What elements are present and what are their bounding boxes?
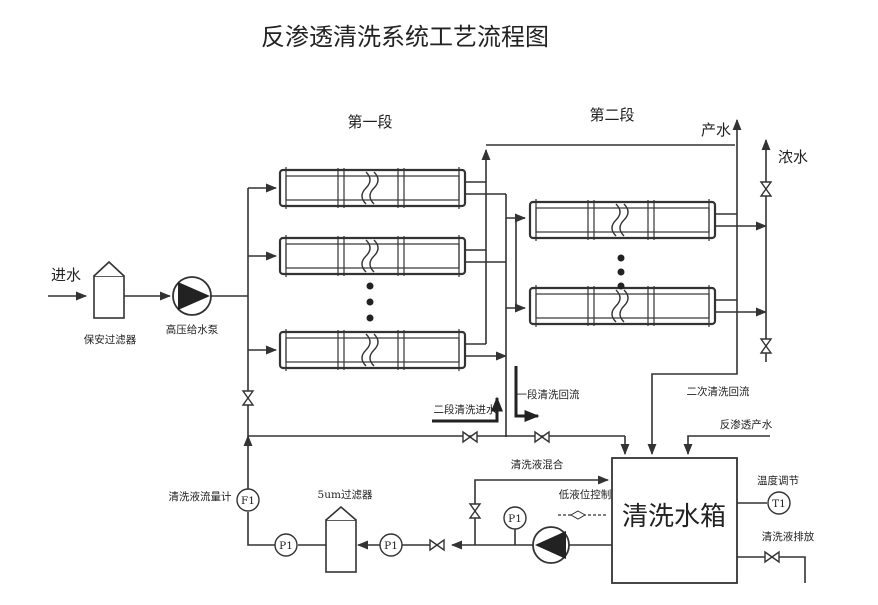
pressure-gauge-pump: P1 [503, 506, 527, 530]
stage1-more-dots [366, 282, 374, 322]
stage2-clean-return-label: 二次清洗回流 [687, 385, 750, 398]
hp-pump-label: 高压给水泵 [166, 323, 219, 336]
drain-label: 清洗液排放 [762, 530, 815, 543]
pressure-tag-pump: P1 [508, 513, 522, 525]
pressure-gauge-3: P1 [274, 533, 298, 557]
security-filter-label: 保安过滤器 [84, 333, 137, 346]
temperature-tag: T1 [772, 498, 786, 510]
5um-filter-label: 5um过滤器 [318, 488, 373, 501]
pump-outlet-valve [429, 539, 445, 551]
flow-tag: F1 [241, 495, 255, 507]
inlet-label: 进水 [51, 266, 81, 284]
stage1-membrane-vessel-3 [278, 327, 467, 373]
clean-return-valve [534, 431, 550, 443]
temp-control-label: 温度调节 [757, 474, 799, 487]
concentrate-valve-upper [760, 181, 772, 197]
stage1-clean-return-label: 一段清洗回流 [517, 388, 580, 401]
concentrate-valve-lower [760, 338, 772, 354]
stage2-more-dots [617, 254, 625, 290]
stage2-membrane-vessel-1 [528, 197, 717, 243]
pressure-tag-3: P1 [279, 540, 293, 552]
stage2-label: 第二段 [589, 106, 634, 124]
flowmeter: F1 [236, 488, 260, 512]
high-pressure-pump [172, 276, 212, 316]
stage2-membrane-vessel-2 [528, 283, 717, 329]
diagram-title: 反渗透清洗系统工艺流程图 [261, 23, 549, 51]
flowmeter-label: 清洗液流量计 [169, 490, 232, 503]
tank-label: 清洗水箱 [622, 502, 726, 532]
pressure-gauge-2: P1 [379, 533, 403, 557]
5um-filter [325, 505, 357, 573]
ro-product-label: 反渗透产水 [720, 418, 773, 431]
cleaning-tank [611, 457, 738, 584]
temperature-indicator: T1 [767, 491, 791, 515]
mixing-valve [469, 503, 481, 519]
stage1-label: 第一段 [347, 113, 392, 131]
stage1-membrane-vessel-1 [278, 165, 467, 211]
level-control-label: 低液位控制 [559, 488, 612, 501]
clean-mix-label: 清洗液混合 [511, 458, 564, 471]
security-filter [93, 260, 125, 319]
stage2-clean-inlet-label: 二段清洗进水 [434, 403, 497, 416]
cleaning-pump [532, 526, 570, 564]
stage1-membrane-vessel-2 [278, 233, 467, 279]
cleaning-inlet-valve [242, 390, 254, 406]
concentrate-label: 浓水 [778, 148, 808, 166]
product-water-label: 产水 [701, 121, 731, 139]
drain-valve [764, 551, 780, 563]
pressure-tag-2: P1 [384, 540, 398, 552]
stage2-clean-valve [462, 431, 478, 443]
